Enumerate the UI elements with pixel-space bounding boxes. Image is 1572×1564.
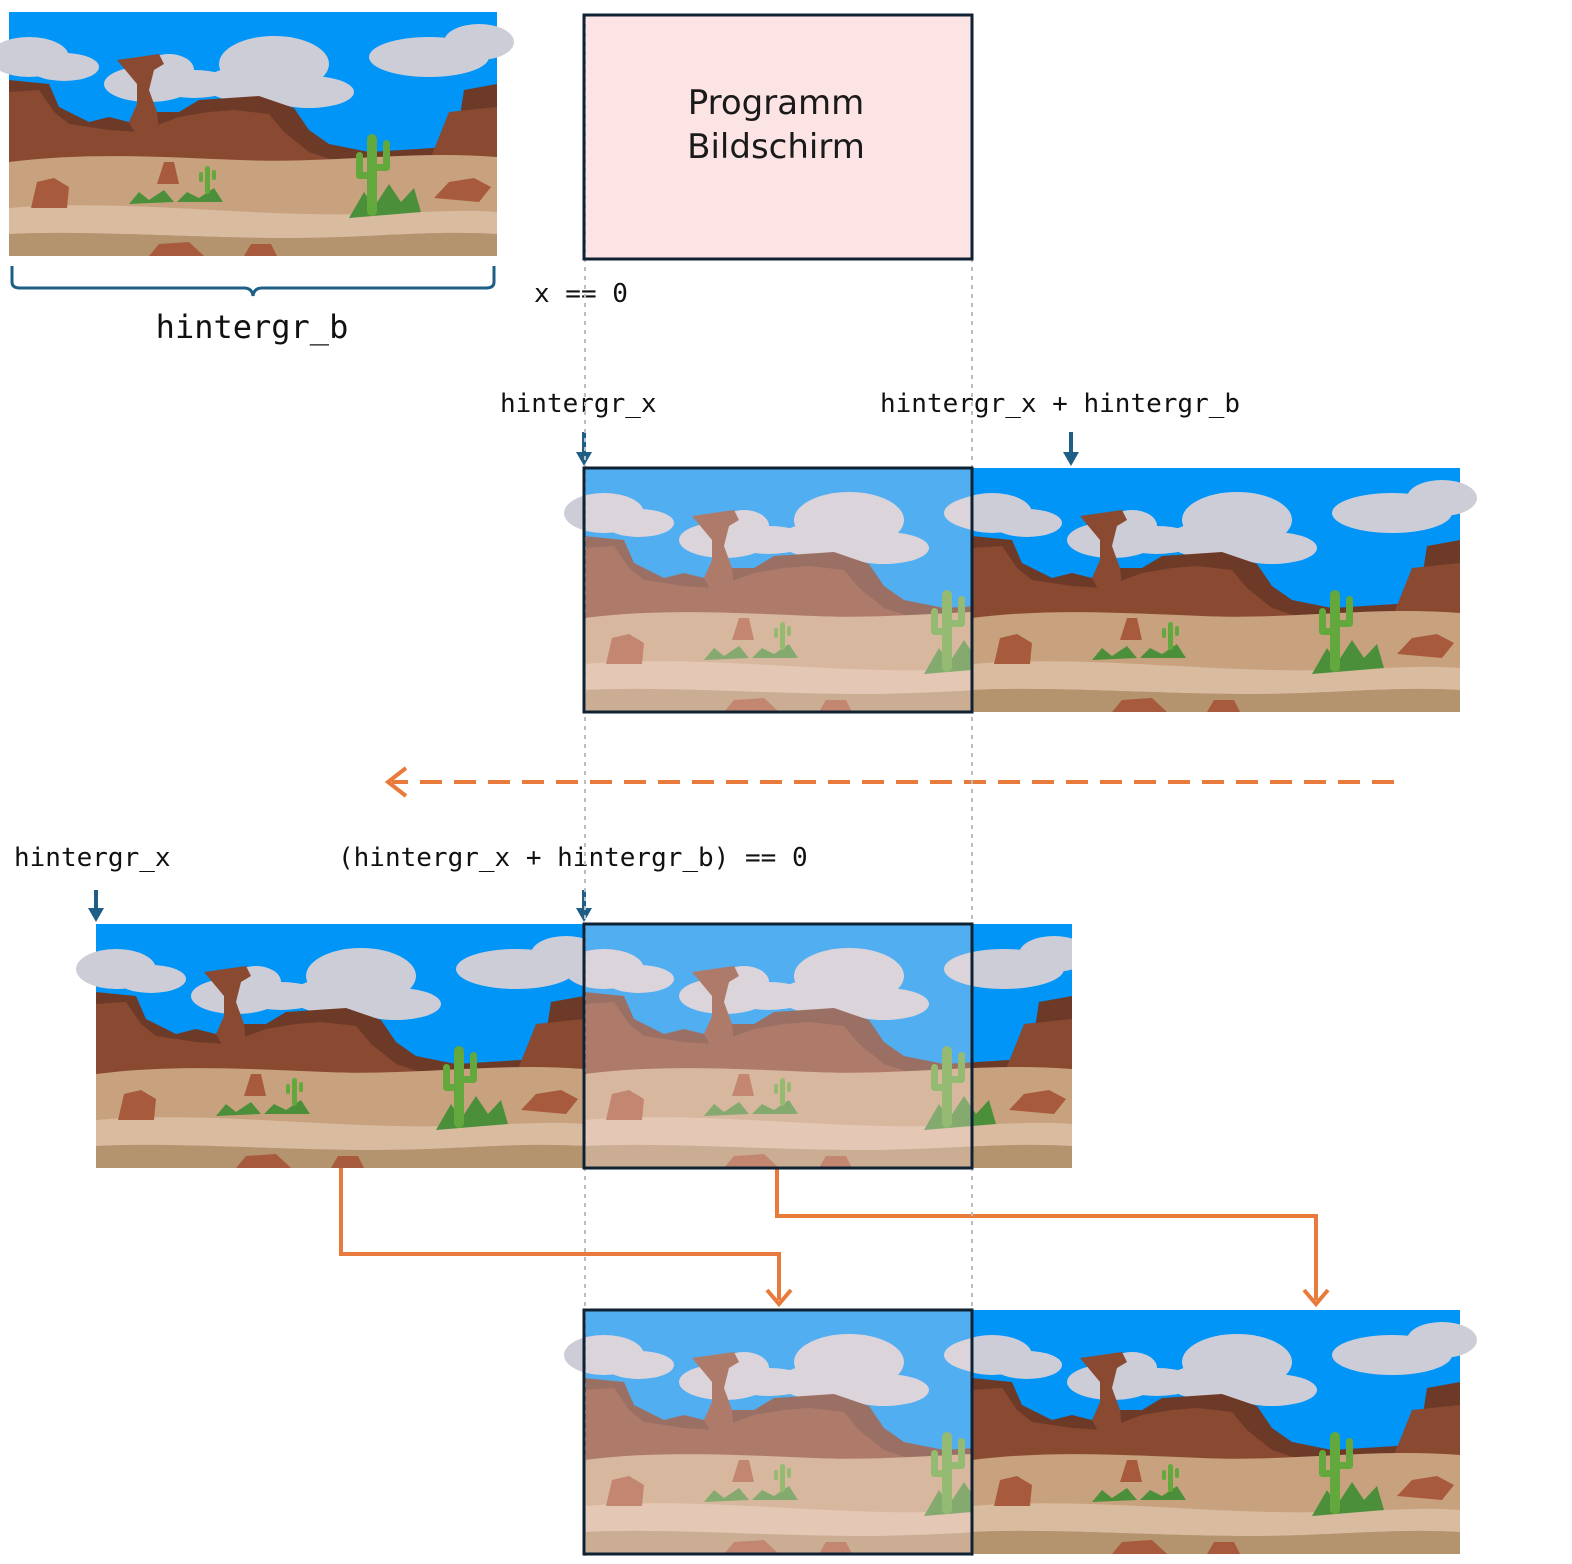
screen-title-line1: Programm [688,83,865,123]
screen-overlay [582,1308,974,1556]
row2-right-label: hintergr_x + hintergr_b [880,389,1240,419]
desert-landscape-image [952,1310,1477,1554]
row3-right-label: (hintergr_x + hintergr_b) == 0 [338,843,808,873]
width-brace [10,266,496,297]
x-zero-label: x == 0 [534,279,628,309]
background-tile-original [0,12,514,256]
screen-overlay [582,466,974,714]
row3-background-pair [76,922,1092,1170]
program-screen [582,13,974,261]
desert-landscape-image [952,468,1477,712]
left-arrow-icon [384,766,1394,798]
screen-overlay [582,922,974,1170]
screen-title-line2: Bildschirm [687,127,865,167]
reset-arrow-left-tile [339,1168,793,1308]
down-arrow-icon [1063,432,1079,466]
down-arrow-icon [88,890,104,922]
desert-landscape-image [0,12,514,256]
row2-left-label: hintergr_x [500,389,657,419]
row2-background-pair [564,466,1572,714]
desert-landscape-image [76,924,601,1168]
row4-background-pair [564,1308,1572,1556]
width-label: hintergr_b [156,308,349,346]
row3-left-label: hintergr_x [14,843,171,873]
reset-arrow-right-tile [775,1168,1330,1308]
